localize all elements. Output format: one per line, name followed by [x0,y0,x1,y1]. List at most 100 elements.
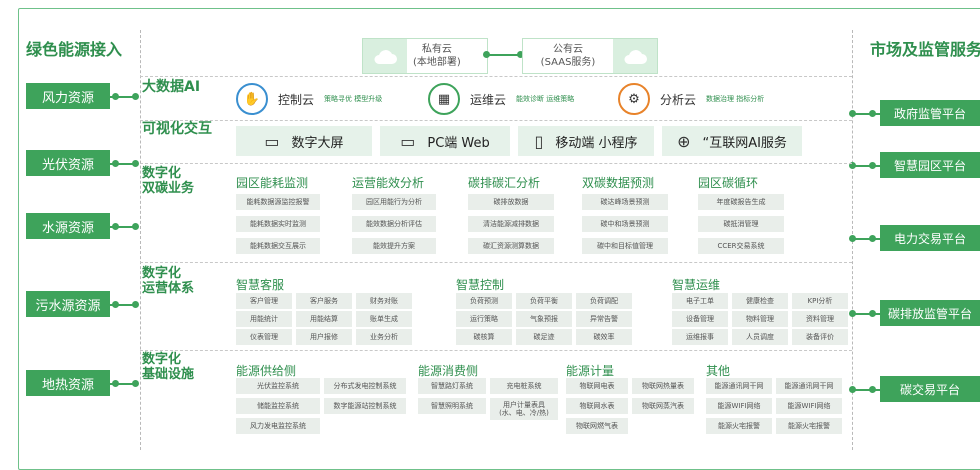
ops-cell: 业务分析 [356,329,412,345]
connector [110,93,139,100]
ops-cell: 仪表管理 [236,329,292,345]
infra-cell: 储能监控系统 [236,398,320,414]
infra-cell: 能源火宅报警 [706,418,772,434]
layer-carbon-label: 数字化双碳业务 [142,166,194,196]
connector [110,301,139,308]
cloud-icon [613,39,657,73]
infra-cell: 风力发电监控系统 [236,418,320,434]
analysis-icon: ⚙ [618,83,650,115]
viz-mobile[interactable]: ▯ 移动端 小程序 [518,126,654,156]
hand-icon: ✋ [236,83,268,115]
layer-carbon-line2: 双碳业务 [142,181,195,196]
cloud-connector-dot [517,51,524,58]
ops-cell: 用能统计 [236,311,292,327]
globe-icon: ⊕ [677,131,691,151]
group-title: 双碳数据预测 [582,176,655,190]
ai-card-title: 运维云 [470,92,507,107]
layer-ops-line2: 运营体系 [142,281,195,296]
carbon-cell: 碳中和场景预测 [582,216,668,232]
carbon-cell: 碳中和目标值管理 [582,238,668,254]
ops-cell: 物料管理 [732,311,788,327]
ops-cell: 客户服务 [296,293,352,309]
ops-cell: 运维报事 [672,329,728,345]
ai-card-control[interactable]: ✋ 控制云 策略寻优 模型升级 [236,83,383,115]
private-cloud-box: 私有云(本地部署) [362,38,488,74]
ops-cell: 碳足迹 [516,329,572,345]
public-cloud-name: 公有云 [553,44,583,55]
viz-label: PC端 Web [427,135,490,151]
layer-divider [140,350,852,351]
carbon-cell: 碳排放数据 [468,194,554,210]
ai-card-ops[interactable]: ▦ 运维云 能效诊断 运维策略 [428,83,574,115]
viz-ai-service[interactable]: ⊕ “互联网AI服务 [662,126,802,156]
ops-cell: 碳核算 [456,329,512,345]
ai-card-title: 分析云 [660,92,697,107]
connector [849,162,880,169]
desktop-icon: ▭ [400,131,416,151]
ops-cell: 装备评价 [792,329,848,345]
group-title: 园区碳循环 [698,176,759,190]
ai-card-sub: 数据治理 指标分析 [706,95,765,103]
right-title: 市场及监管服务 [870,40,980,59]
target-carbon-trading[interactable]: 碳交易平台 [880,376,980,402]
carbon-cell: 碳汇资源测算数据 [468,238,554,254]
group-title: 能源供给侧 [236,364,297,378]
source-geothermal[interactable]: 地热资源 [26,370,110,396]
ops-cell: 负荷调配 [576,293,632,309]
cloud-icon [363,39,407,73]
source-solar[interactable]: 光伏资源 [26,150,110,176]
ops-cell: 资料管理 [792,311,848,327]
group-title: 智慧客服 [236,278,285,292]
ai-card-sub: 策略寻优 模型升级 [324,95,383,103]
infra-cell: 充电桩系统 [490,378,558,394]
private-cloud-name: 私有云 [421,44,452,55]
viz-label: “互联网AI服务 [702,135,787,151]
carbon-cell: 清洁能源减排数据 [468,216,554,232]
monitor-icon: ▭ [264,131,280,151]
ops-cell: 用户报修 [296,329,352,345]
ops-cell: 设备管理 [672,311,728,327]
target-power[interactable]: 电力交易平台 [880,225,980,251]
viz-big-screen[interactable]: ▭ 数字大屏 [236,126,372,156]
layer-ai-label: 大数据AI [142,79,201,95]
infra-cell: 能源WIFI网络 [706,398,772,414]
carbon-cell: 能效提升方案 [352,238,436,254]
infra-cell: 能源通讯网干网 [706,378,772,394]
carbon-cell: 能耗数据交互展示 [236,238,320,254]
layer-divider [140,76,852,77]
target-carbon-regulation[interactable]: 碳排放监管平台 [880,300,980,326]
phone-icon: ▯ [534,131,544,151]
carbon-cell: 能效数据分析评估 [352,216,436,232]
infra-cell: 能源通讯网干网 [776,378,842,394]
infra-cell: 能源WIFI网络 [776,398,842,414]
layer-ops-label: 数字化运营体系 [142,266,194,296]
target-park[interactable]: 智慧园区平台 [880,152,980,178]
group-title: 碳排碳汇分析 [468,176,541,190]
group-title: 能源计量 [566,364,615,378]
infra-cell: 能源火宅报警 [776,418,842,434]
viz-pc-web[interactable]: ▭ PC端 Web [380,126,510,156]
ops-cell: 负荷预测 [456,293,512,309]
screen-icon: ▦ [428,83,460,115]
ai-card-analysis[interactable]: ⚙ 分析云 数据治理 指标分析 [618,83,765,115]
infra-cell: 智慧照明系统 [418,398,486,414]
group-title: 能源消费侧 [418,364,479,378]
ops-cell: 用能结算 [296,311,352,327]
viz-label: 数字大屏 [291,135,344,151]
cloud-connector [486,54,520,56]
infra-cell: 智慧路灯系统 [418,378,486,394]
source-sewage[interactable]: 污水源资源 [26,291,110,317]
source-wind[interactable]: 风力资源 [26,83,110,109]
ai-card-title: 控制云 [278,92,315,107]
public-cloud-box: 公有云(SAAS服务) [522,38,658,74]
ops-cell: 人员调度 [732,329,788,345]
layer-infra-line1: 数字化 [142,352,182,367]
infra-cell: 物联网蒸汽表 [632,398,694,414]
target-gov[interactable]: 政府监管平台 [880,100,980,126]
layer-divider [140,262,852,263]
ops-cell: 电子工单 [672,293,728,309]
carbon-cell: 能耗数据实时监测 [236,216,320,232]
source-water[interactable]: 水源资源 [26,213,110,239]
connector [849,235,880,242]
ops-cell: KPI分析 [792,293,848,309]
